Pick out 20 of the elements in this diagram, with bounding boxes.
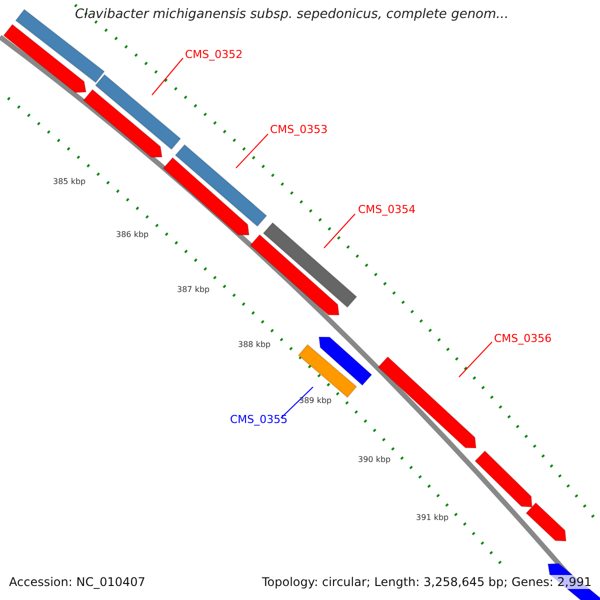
- gene-label: CMS_0354: [358, 203, 416, 216]
- leader-line: [236, 134, 268, 168]
- gene-label: CMS_0353: [270, 123, 328, 136]
- genome-stats-text: Topology: circular; Length: 3,258,645 bp; Genes: 2,991: [262, 575, 592, 589]
- gene-label: CMS_0352: [185, 48, 243, 61]
- tick-label: 389 kbp: [299, 396, 332, 405]
- tick-label: 385 kbp: [53, 177, 86, 186]
- tick-label: 390 kbp: [358, 455, 391, 464]
- tick-label: 387 kbp: [177, 285, 210, 294]
- tick-label: 386 kbp: [116, 230, 149, 239]
- leader-line: [458, 342, 492, 378]
- tick-label: 391 kbp: [416, 513, 449, 522]
- gene-label: CMS_0356: [494, 332, 552, 345]
- accession-text: Accession: NC_010407: [9, 575, 146, 589]
- tick-label: 388 kbp: [238, 340, 271, 349]
- title: Clavibacter michiganensis subsp. sepedonicus, complete genom...: [75, 7, 509, 22]
- gene-label: CMS_0355: [230, 413, 288, 426]
- leader-line: [280, 386, 314, 418]
- leader-line: [152, 58, 184, 96]
- leader-line: [324, 214, 356, 248]
